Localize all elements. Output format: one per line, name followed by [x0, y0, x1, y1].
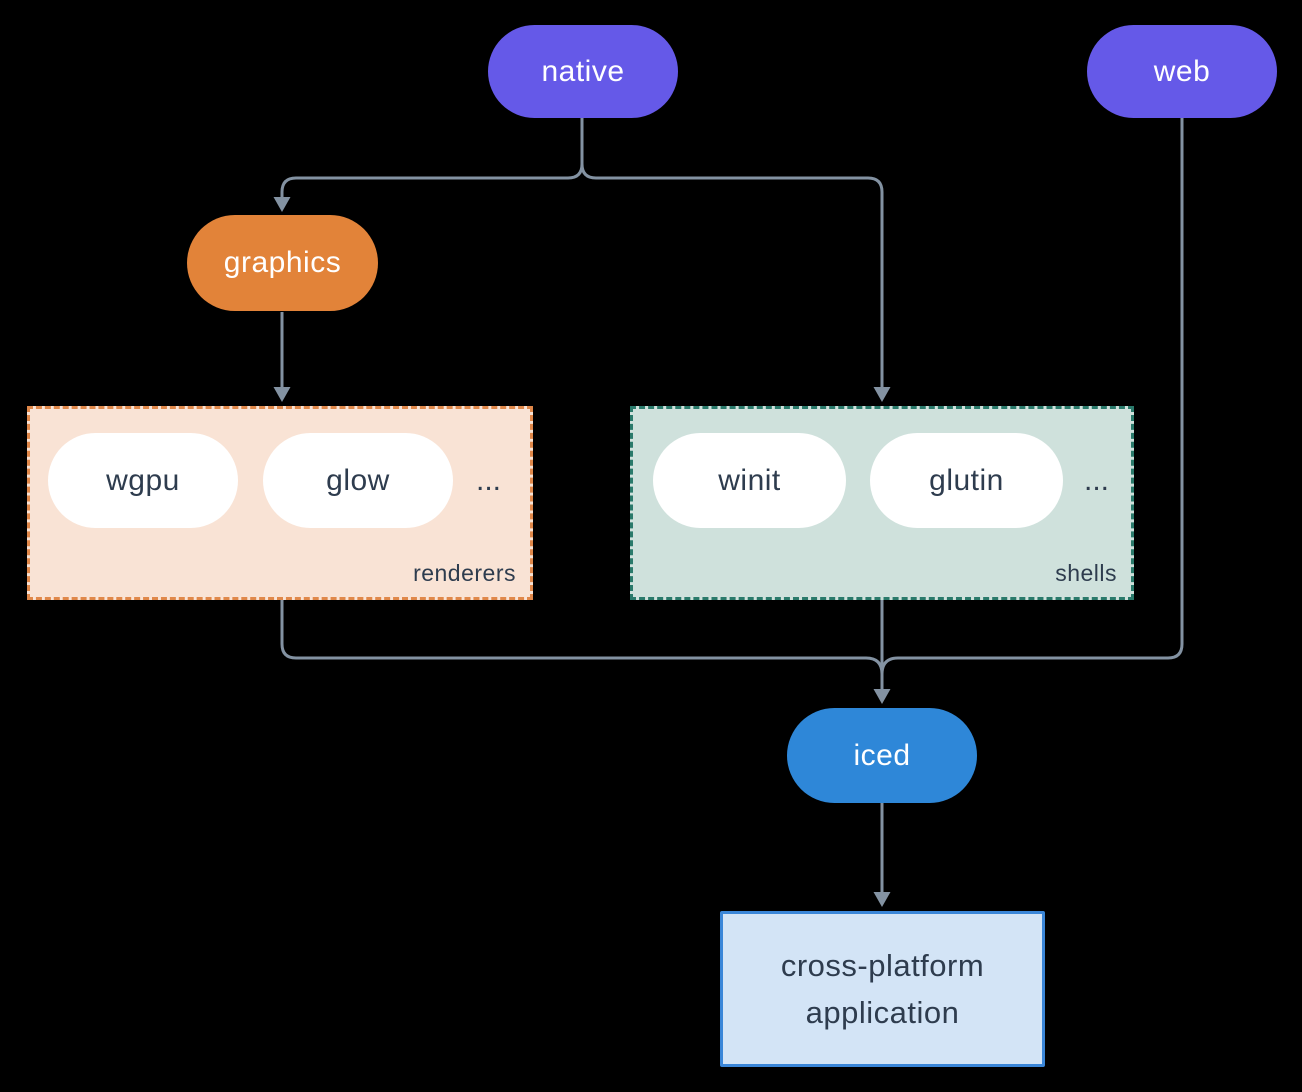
node-wgpu-label: wgpu: [106, 463, 180, 497]
arrowhead-graphics: [273, 197, 291, 212]
edge-renderers-to-iced: [280, 600, 884, 675]
node-native: native: [488, 25, 678, 118]
arrowhead-app: [873, 892, 891, 907]
node-web: web: [1087, 25, 1277, 118]
node-web-label: web: [1153, 54, 1211, 88]
app-label-line-2: application: [805, 995, 960, 1030]
group-shells-label: shells: [1055, 560, 1117, 586]
edge-native-to-graphics: [280, 118, 584, 202]
app-label-line-1: cross-platform: [780, 948, 985, 983]
node-graphics-label: graphics: [223, 246, 342, 279]
node-cross-platform-application: cross-platform application: [720, 911, 1045, 1067]
node-graphics: graphics: [187, 215, 378, 311]
edge-web-to-iced: [880, 118, 1184, 675]
arrowhead-iced: [873, 689, 891, 704]
node-glutin: glutin: [870, 433, 1063, 528]
node-glow: glow: [263, 433, 453, 528]
node-glow-label: glow: [326, 463, 390, 497]
node-winit-label: winit: [718, 463, 781, 497]
arrowhead-renderers: [273, 387, 291, 402]
group-renderers-label: renderers: [413, 560, 516, 586]
node-iced: iced: [787, 708, 977, 803]
edge-native-to-shells: [580, 118, 884, 392]
node-native-label: native: [541, 54, 625, 88]
node-winit: winit: [653, 433, 846, 528]
node-wgpu: wgpu: [48, 433, 238, 528]
node-iced-label: iced: [853, 738, 911, 772]
node-glutin-label: glutin: [929, 463, 1004, 497]
renderers-ellipsis: ...: [476, 464, 502, 497]
shells-ellipsis: ...: [1084, 464, 1110, 497]
arrowhead-shells: [873, 387, 891, 402]
